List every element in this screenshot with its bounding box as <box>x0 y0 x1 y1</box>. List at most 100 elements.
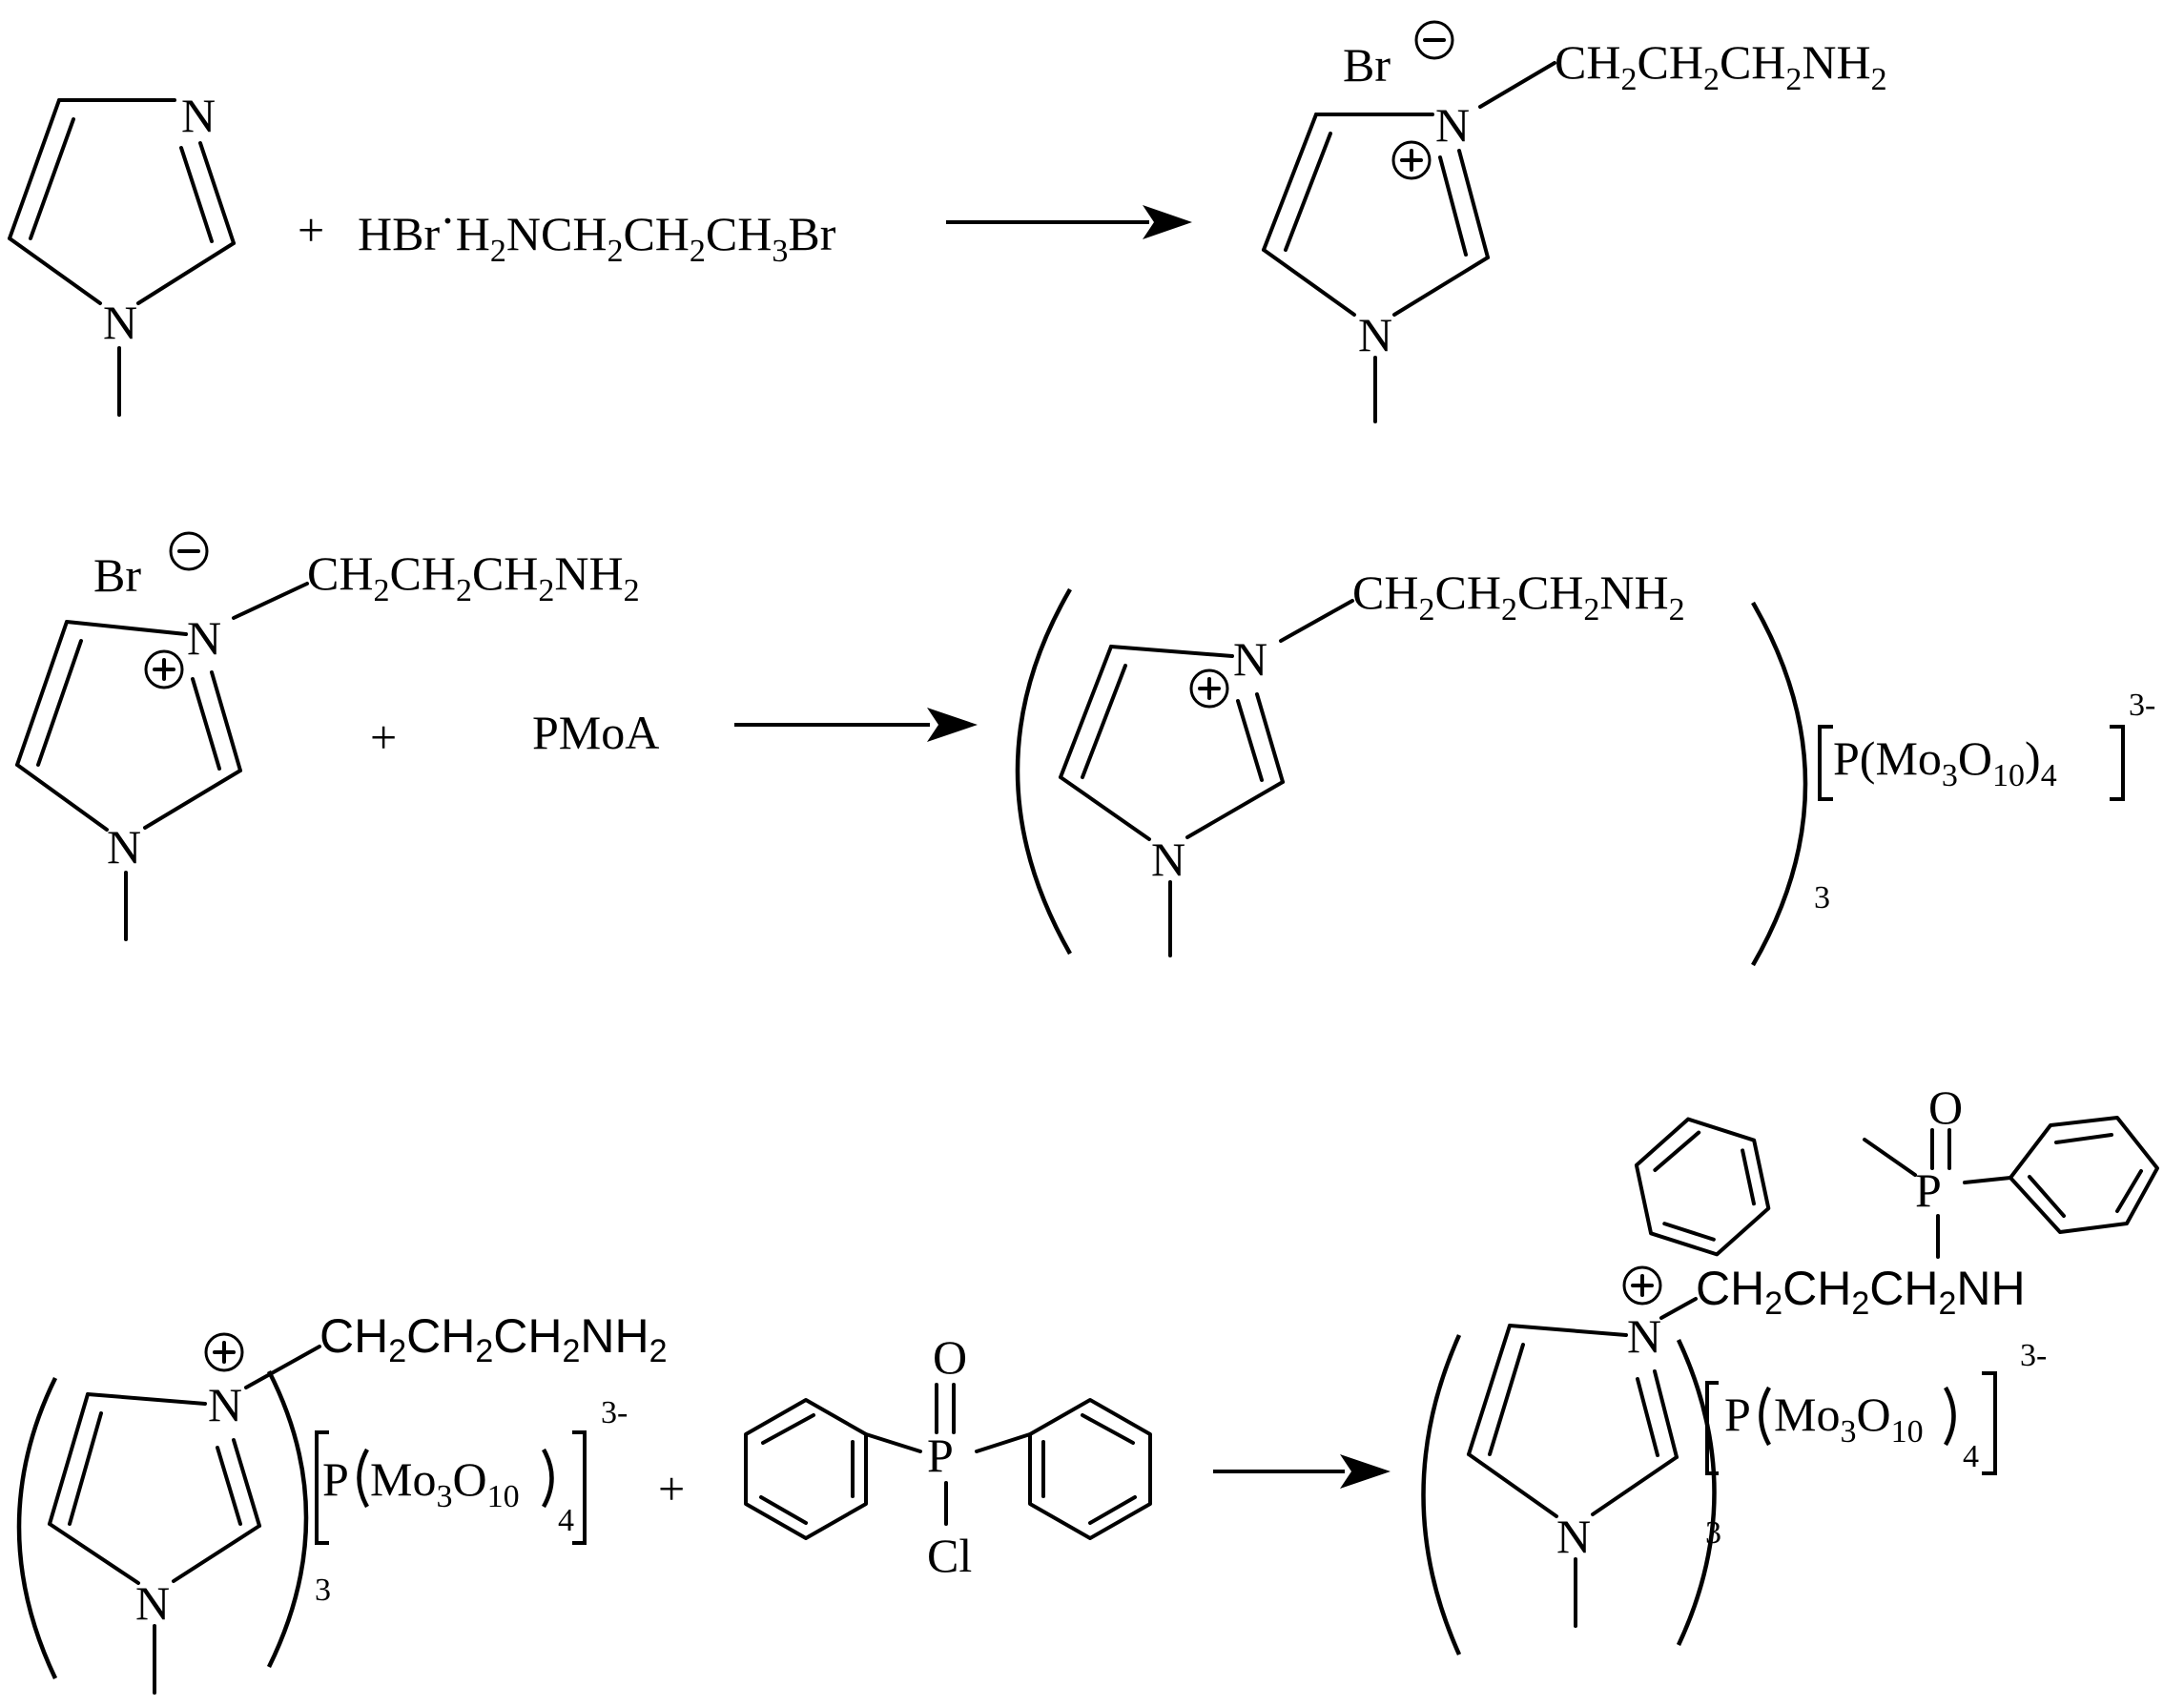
minus-charge-icon <box>1414 20 1454 60</box>
right-bracket <box>2110 725 2125 801</box>
ring-bond <box>15 620 69 767</box>
stoichiometry-subscript: 3 <box>315 1573 331 1608</box>
ring-atom-label: N <box>1233 632 1267 686</box>
aminopropyl-imidazolium-bromide: Br N N CH2CH2CH2NH2 <box>15 531 640 941</box>
ring-bond <box>136 241 236 305</box>
ring-double-bond <box>1284 132 1332 252</box>
ring-bond <box>1467 1324 1512 1456</box>
ring-atom-label: N <box>135 1576 170 1630</box>
phosphomolybdate-anion-label: Mo3O10 <box>1774 1388 1924 1450</box>
reaction-arrow <box>946 205 1192 239</box>
plus-sign: + <box>658 1462 685 1515</box>
right-parenthesis <box>1751 601 1808 967</box>
ring-bond <box>172 1524 261 1583</box>
stoichiometry-subscript: 3 <box>1705 1515 1721 1551</box>
ring-bond <box>1262 248 1356 317</box>
phosphorus-label: P <box>1915 1163 1942 1217</box>
ring-bond <box>232 1438 261 1528</box>
ring-bond <box>65 620 188 636</box>
phenyl-ring-icon <box>2009 1116 2159 1234</box>
stoichiometry-subscript: 3 <box>1814 880 1830 915</box>
chain-bond <box>1478 61 1556 109</box>
plus-charge-icon <box>1391 140 1432 180</box>
left-parenthesis <box>1421 1334 1462 1656</box>
ring-double-bond <box>68 1411 103 1526</box>
ring-bond <box>15 763 109 832</box>
ring-double-bond <box>216 1446 242 1526</box>
right-parenthesis <box>1676 1339 1717 1646</box>
reaction-3: N N CH2CH2CH2NH2 3 P Mo3O10 4 3- + P <box>16 1080 2159 1695</box>
reaction-1: N N + HBr·H2NCH2CH2CH3Br Br <box>8 20 1887 423</box>
aminopropyl-chain-label: CH2CH2CH2NH2 <box>307 546 640 608</box>
anion-charge: 3- <box>2129 688 2155 723</box>
diphenylphosphinic-chloride-molecule: P O Cl <box>744 1330 1152 1582</box>
pmoa-reagent-label: PMoA <box>532 706 659 759</box>
reaction-arrow <box>734 708 978 742</box>
ring-bond <box>86 1392 207 1406</box>
ring-bond <box>1457 149 1490 259</box>
imidazolium-phosphomolybdate-salt: N N CH2CH2CH2NH2 3 P(Mo3O10)4 3- <box>1015 566 2155 967</box>
plus-sign: + <box>298 203 324 257</box>
ring-atom-label: N <box>1358 308 1392 361</box>
bromide-label: Br <box>93 548 141 602</box>
reaction-arrow <box>1213 1454 1391 1489</box>
chain-bond <box>1279 599 1354 643</box>
ring-bond <box>1653 1369 1679 1459</box>
phosphomolybdate-anion-label: P(Mo3O10)4 <box>1833 731 2057 793</box>
right-parenthesis <box>266 1369 309 1668</box>
plus-sign: + <box>370 710 397 764</box>
aminopropyl-chain-label: CH2CH2CH2NH2 <box>1555 35 1887 97</box>
ring-double-bond <box>1236 699 1264 782</box>
plus-charge-icon <box>1622 1265 1662 1306</box>
right-bracket <box>1982 1371 1997 1475</box>
ring-bond <box>198 141 236 245</box>
ring-atom-label: N <box>181 89 216 142</box>
ring-atom-label: N <box>1151 833 1185 886</box>
ring-bond <box>1591 1455 1679 1516</box>
aminopropyl-chain-label: CH2CH2CH2NH2 <box>319 1309 668 1369</box>
chlorine-label: Cl <box>927 1529 972 1582</box>
right-bracket <box>572 1430 587 1545</box>
ring-double-bond <box>1488 1343 1525 1456</box>
ring-double-bond <box>36 639 83 767</box>
reagent-formula: HBr·H2NCH2CH2CH3Br <box>358 194 836 269</box>
ring-bond <box>1255 692 1285 784</box>
ring-atom-label: N <box>187 611 221 665</box>
ring-double-bond <box>1081 664 1127 779</box>
p-phenyl-bond <box>975 1432 1032 1453</box>
anion-inner-paren <box>357 1448 369 1509</box>
anion-inner-paren <box>542 1448 554 1509</box>
plus-charge-icon <box>1189 668 1229 709</box>
left-parenthesis <box>16 1377 58 1679</box>
ring-double-bond <box>1636 1377 1659 1457</box>
ring-bond <box>1109 645 1234 658</box>
methylimidazole-molecule: N N <box>8 89 236 417</box>
ring-atom-label: N <box>103 296 137 349</box>
imidazolium-phosphomolybdate-salt: N N CH2CH2CH2NH2 3 P Mo3O10 4 3- <box>16 1309 668 1695</box>
ring-bond <box>143 769 242 830</box>
anion-charge: 3- <box>2020 1338 2047 1373</box>
ring-atom-label: N <box>107 820 141 874</box>
left-parenthesis <box>1015 587 1072 956</box>
ring-double-bond <box>191 677 221 771</box>
ring-bond <box>1508 1324 1628 1337</box>
anion-inner-paren <box>1944 1386 1956 1447</box>
p-phenyl-bond <box>1863 1138 1917 1177</box>
ring-atom-label: N <box>1627 1309 1661 1363</box>
p-phenyl-bond <box>864 1432 922 1453</box>
oxygen-label: O <box>933 1330 967 1384</box>
anion-subscript: 4 <box>558 1503 574 1538</box>
phenyl-ring-icon <box>744 1398 868 1540</box>
ring-bond <box>48 1392 90 1526</box>
ring-atom-label: N <box>1556 1510 1591 1563</box>
ring-bond <box>1467 1452 1558 1518</box>
oxygen-label: O <box>1928 1080 1963 1134</box>
p-phenyl-bond <box>1963 1176 2012 1184</box>
ring-bond <box>1185 780 1285 839</box>
ring-bond <box>1392 256 1490 317</box>
chain-bond <box>244 1345 321 1389</box>
phosphomolybdate-anion-label: P <box>1724 1388 1751 1441</box>
ring-double-bond <box>29 117 75 240</box>
ring-bond <box>8 98 61 240</box>
